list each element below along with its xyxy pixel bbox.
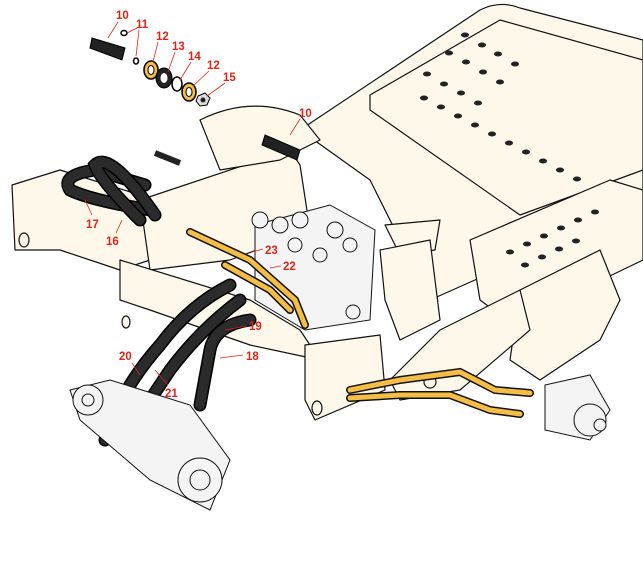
callout-22: 22	[283, 261, 296, 273]
callout-11: 11	[136, 19, 149, 31]
callout-23: 23	[265, 245, 278, 257]
frame-rear	[299, 3, 643, 381]
wheel-motor	[544, 374, 611, 441]
valve-block	[251, 204, 376, 331]
hydraulic-tubes	[186, 228, 534, 418]
callout-19: 19	[249, 321, 262, 333]
callout-12: 12	[207, 60, 220, 72]
callout-13: 13	[172, 41, 185, 53]
callout-21: 21	[165, 388, 178, 400]
callouts: 10 11 12 13 14 12 15 10 17 16 23 22 19 2…	[84, 10, 312, 400]
callout-10: 10	[116, 10, 129, 22]
callout-17: 17	[86, 219, 99, 231]
callout-12: 12	[156, 31, 169, 43]
callout-20: 20	[119, 351, 132, 363]
pump-assembly	[69, 379, 231, 511]
callout-15: 15	[223, 72, 236, 84]
callout-10: 10	[299, 108, 312, 120]
callout-16: 16	[106, 236, 119, 248]
callout-14: 14	[188, 51, 201, 63]
exploded-fittings	[89, 29, 301, 166]
callout-18: 18	[246, 351, 259, 363]
